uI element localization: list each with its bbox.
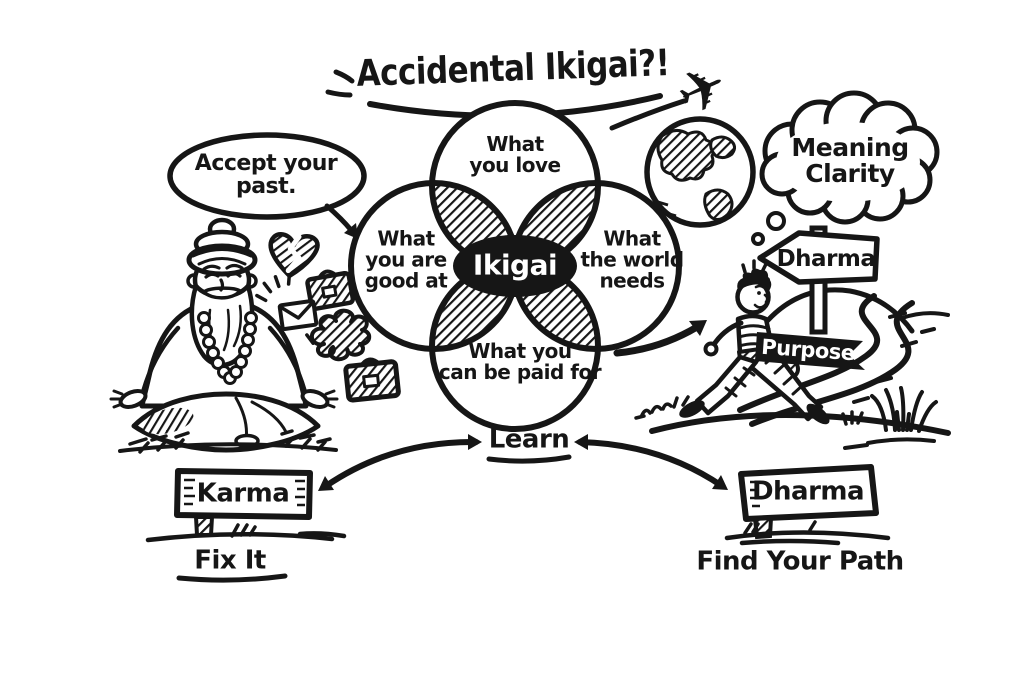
dharma-arrow-sign (757, 230, 880, 285)
learn-underline (486, 454, 572, 464)
envelope-icon (255, 273, 319, 345)
karma-sign-label: Karma (196, 478, 290, 509)
grass-small (634, 395, 690, 420)
learn-label: Learn (488, 424, 570, 455)
ground-left (118, 429, 338, 454)
dharma-signpost (757, 225, 880, 335)
mustache (202, 286, 242, 300)
venn-label-love: What you love (469, 132, 561, 177)
learn-arrows (323, 438, 725, 489)
signpost-dharma-label: Dharma (776, 245, 876, 272)
fix-it-underline (176, 573, 288, 583)
closed-eyes (202, 263, 244, 292)
cloud-icon (309, 308, 372, 362)
ikigai-center-badge (453, 235, 577, 297)
speech-bubble-text: Accept your past. (194, 150, 338, 199)
hand (703, 341, 719, 357)
briefcase-icon (305, 269, 356, 312)
dharma-sign-label: Dharma (751, 476, 865, 507)
bead-necklace (197, 311, 258, 385)
dharma-sign-bottom (724, 464, 891, 546)
dharma-caption: Find Your Path (696, 546, 904, 577)
arrowheads (318, 434, 728, 491)
ikigai-label: Ikigai (472, 248, 558, 282)
purpose-ribbon (755, 332, 865, 370)
shoe (679, 400, 705, 418)
globe-icon (644, 116, 756, 228)
venn-label-paid-for: What you can be paid for (438, 339, 602, 384)
venn-label-world-needs: What the world needs (580, 226, 684, 293)
thought-cloud-text: Meaning Clarity (791, 132, 909, 188)
thought-cloud (751, 90, 940, 246)
venn-label-good-at: What you are good at (364, 226, 448, 293)
grass-tuft (870, 386, 938, 433)
speech-bubble (167, 132, 367, 239)
front-leg (694, 354, 759, 416)
guru-figure (109, 217, 339, 453)
broken-heart-icon (268, 231, 320, 279)
venn-diagram (348, 100, 682, 432)
ground-right (634, 386, 951, 450)
hill-and-path (737, 287, 950, 427)
arrow-to-walker (613, 320, 707, 357)
karma-sign (145, 468, 347, 583)
karma-caption: Fix It (194, 545, 266, 576)
past-items (255, 231, 401, 403)
briefcase-icon (343, 357, 401, 403)
